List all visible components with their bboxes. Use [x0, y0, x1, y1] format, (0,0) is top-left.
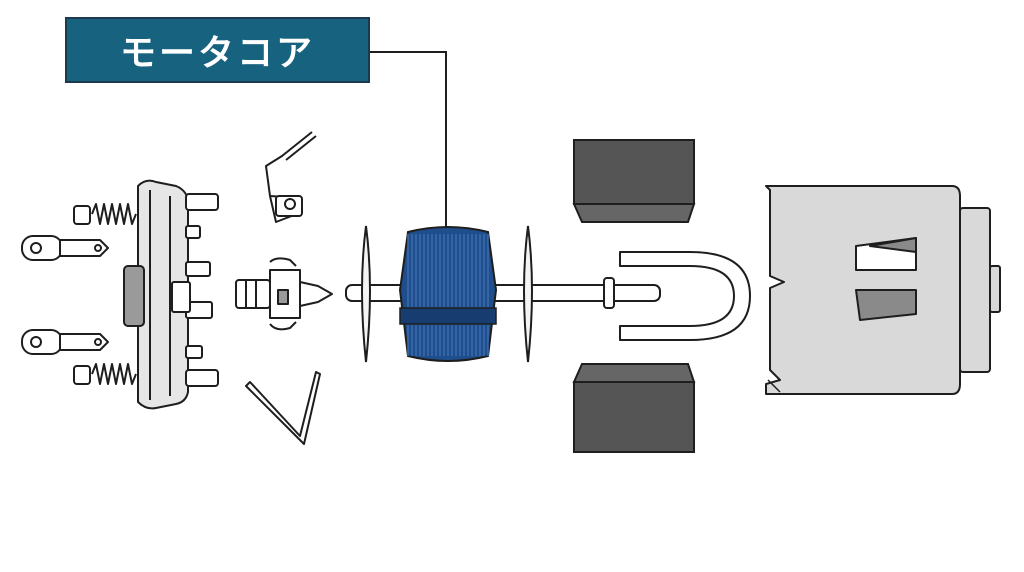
housing-window-lower: [855, 289, 917, 321]
armature-shaft: [345, 277, 661, 309]
lower-brush-clip: [245, 371, 321, 445]
upper-magnet: [572, 139, 696, 223]
motor-core: [398, 226, 498, 362]
lower-spring: [73, 363, 137, 385]
magnets: [572, 139, 696, 453]
u-shaped-clip: [619, 251, 751, 341]
upper-spring: [73, 203, 137, 225]
end-plate-pins: [171, 193, 219, 387]
lower-terminal: [21, 329, 109, 355]
brush-parts: [235, 131, 333, 445]
end-cap-assembly: [21, 179, 219, 410]
commutator-bushing: [235, 257, 333, 331]
armature-discs: [361, 225, 533, 363]
center-boss: [123, 265, 145, 327]
motor-housing: [765, 185, 1001, 395]
lower-magnet: [572, 363, 696, 453]
upper-terminal: [21, 235, 109, 261]
callout-leader-line: [370, 51, 447, 236]
motor-core-callout-label: モータコア: [65, 17, 370, 83]
